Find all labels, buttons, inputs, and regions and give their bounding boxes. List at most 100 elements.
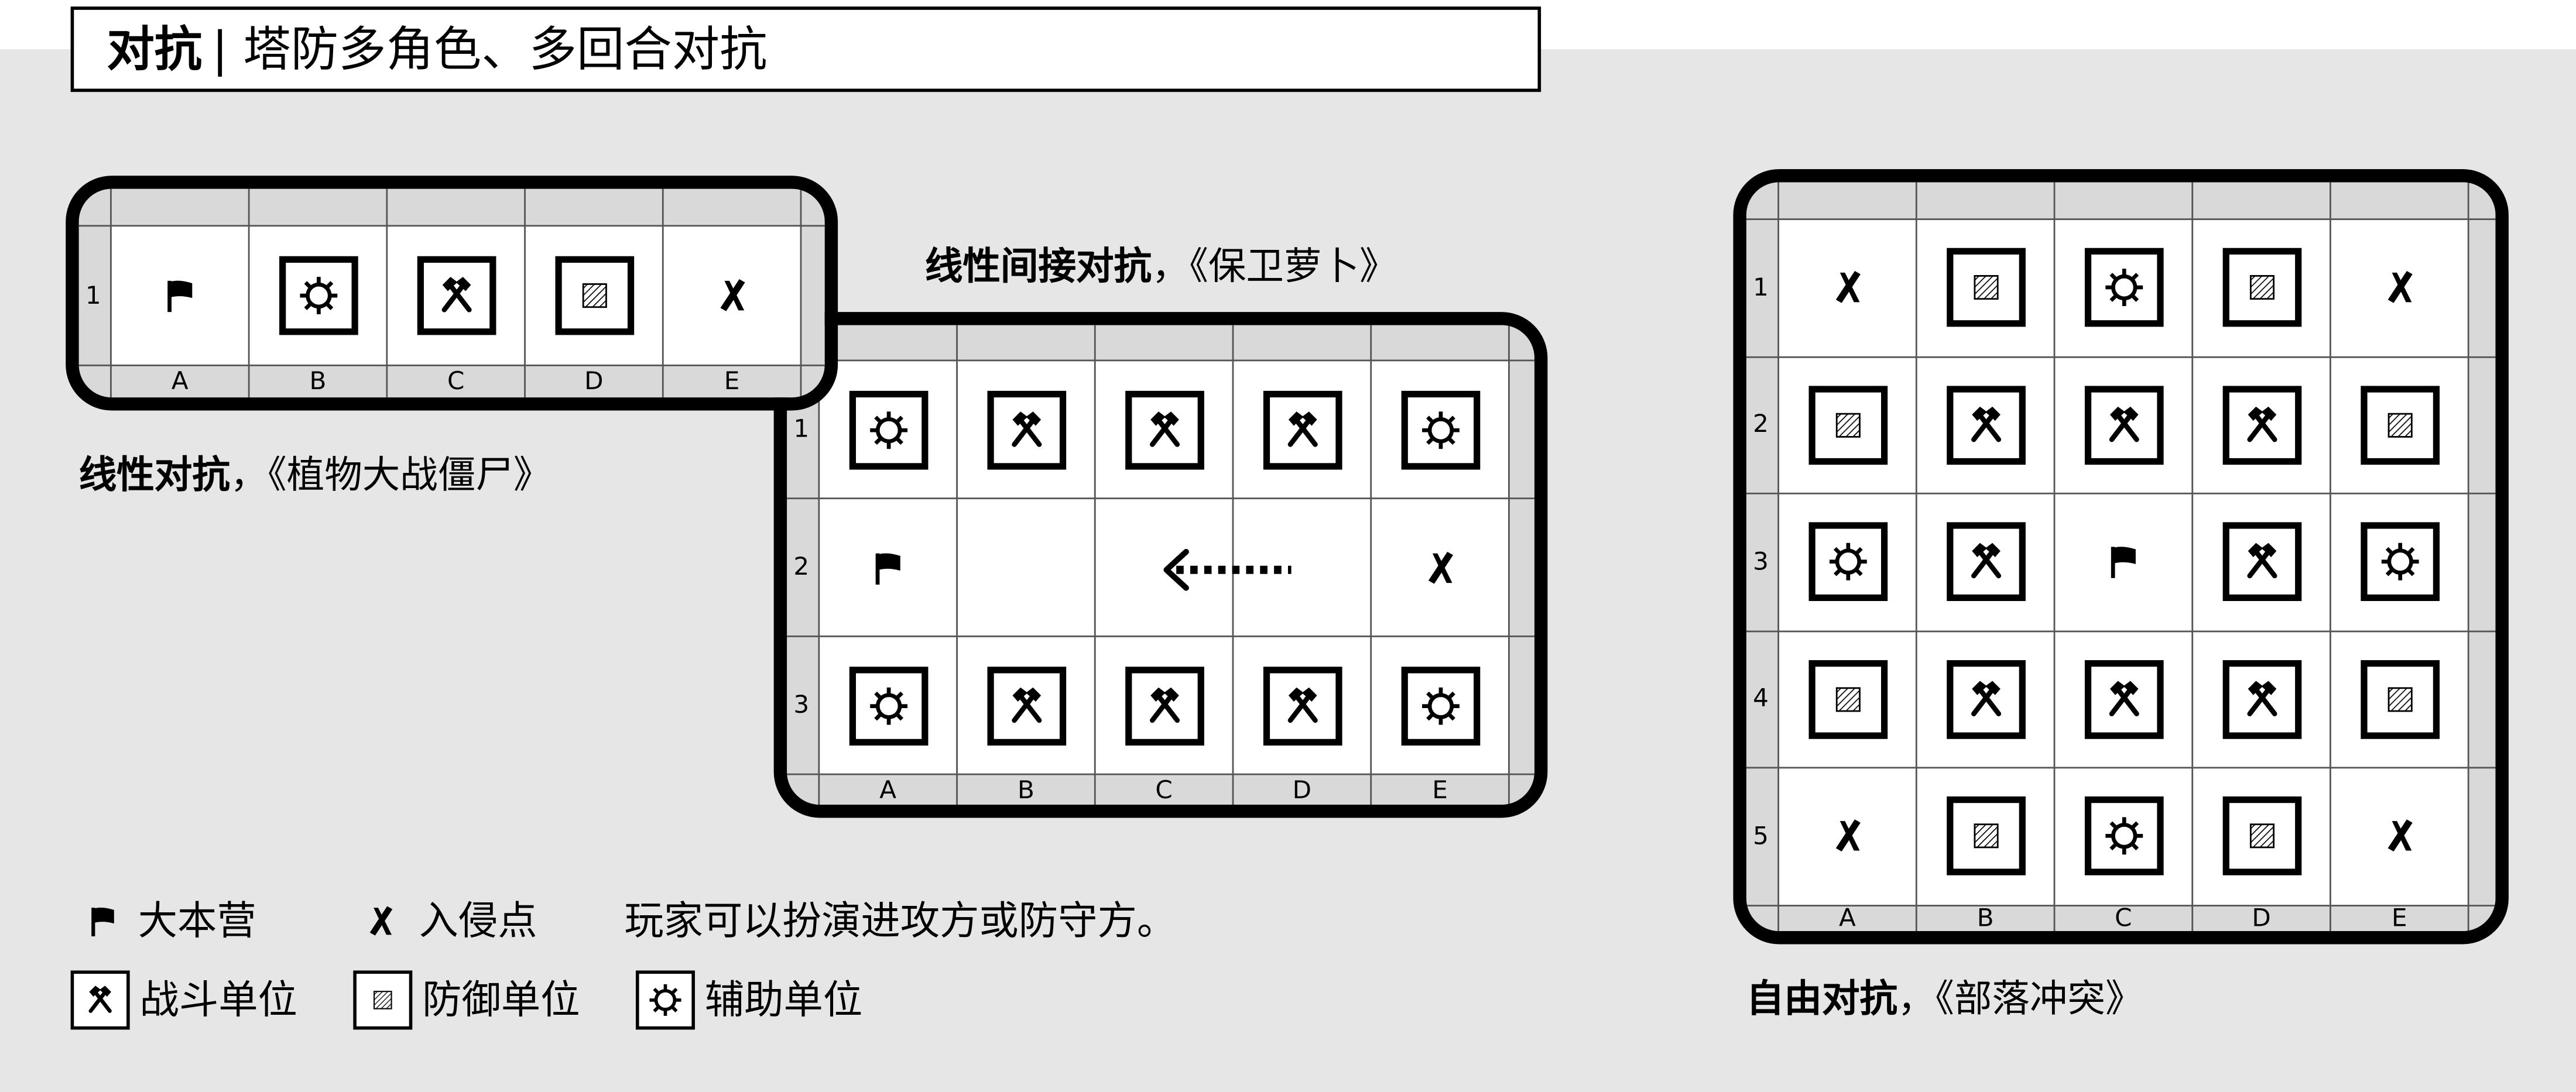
- hatched-square-icon: [2248, 823, 2274, 850]
- caption-rest: ，《保卫萝卜》: [1152, 246, 1397, 289]
- unit-box: [1124, 390, 1204, 469]
- header-cell: [2193, 182, 2330, 219]
- hatched-square-icon: [2248, 274, 2274, 301]
- gear-sun-icon: [866, 408, 909, 451]
- crossed-hammers-icon: [1280, 684, 1323, 727]
- hatched-square-icon: [1972, 823, 1999, 850]
- board-cell-B1: [249, 226, 386, 365]
- column-label: C: [388, 366, 525, 398]
- legend-note-text: 玩家可以扮演进攻方或防守方。: [624, 898, 1177, 945]
- board-cell-C1: [1095, 361, 1232, 498]
- board-cell-B2: [957, 499, 1094, 636]
- gear-sun-icon: [648, 982, 684, 1018]
- crossed-hammers-icon: [1143, 408, 1186, 451]
- cross-mark-icon: [712, 276, 751, 315]
- header-cell: [1372, 325, 1508, 360]
- board-cell-E1: [1372, 361, 1508, 498]
- board-cell-E3: [1372, 637, 1508, 774]
- caption-linear-indirect: 线性间接对抗，《保卫萝卜》: [925, 245, 1397, 291]
- board-cell-C3: [2055, 494, 2192, 630]
- title-box: 对抗| 塔防多角色、多回合对抗: [70, 6, 1542, 92]
- board-cell-D1: [525, 226, 662, 365]
- unit-box: [2359, 523, 2439, 602]
- board-cell-C4: [2055, 631, 2192, 767]
- column-label: E: [2331, 906, 2468, 932]
- unit-box: [1262, 390, 1342, 469]
- crossed-hammers-icon: [2240, 404, 2283, 447]
- crossed-hammers-icon: [84, 984, 117, 1017]
- board-cell-C1: [388, 226, 525, 365]
- gear-sun-icon: [2378, 541, 2421, 583]
- cross-mark-icon: [1828, 816, 1867, 856]
- column-label: B: [957, 775, 1094, 805]
- board-cell-D1: [1234, 361, 1371, 498]
- header-cell: [1779, 182, 1916, 219]
- unit-box: [1262, 665, 1342, 745]
- hatched-square-icon: [1834, 412, 1861, 438]
- legend-label: 战斗单位: [139, 977, 297, 1024]
- crossed-hammers-icon: [2240, 541, 2283, 583]
- header-cell: [249, 188, 386, 225]
- header-cell: [1095, 325, 1232, 360]
- side-cell: [2469, 220, 2496, 356]
- crossed-hammers-icon: [434, 274, 477, 317]
- unit-box: [848, 390, 928, 469]
- board-cell-A1: [1779, 220, 1916, 356]
- footer-cell: [801, 366, 825, 398]
- header-cell: [2055, 182, 2192, 219]
- header-cell: [2469, 182, 2496, 219]
- board-cell-C3: [1095, 637, 1232, 774]
- caption-bold: 线性间接对抗: [924, 246, 1152, 289]
- unit-box: [2222, 523, 2301, 602]
- hatched-square-icon: [373, 990, 393, 1010]
- side-cell: [2469, 357, 2496, 493]
- column-label: D: [2193, 906, 2330, 932]
- legend-note: 玩家可以扮演进攻方或防守方。: [624, 897, 1176, 946]
- board-cell-E4: [2331, 631, 2468, 767]
- title-bold: 对抗: [107, 21, 203, 77]
- board-cell-B5: [1917, 768, 2054, 904]
- unit-box: [416, 256, 496, 335]
- gear-sun-icon: [1419, 684, 1461, 727]
- crossed-hammers-icon: [1280, 408, 1323, 451]
- board-cell-D5: [2193, 768, 2330, 904]
- unit-box: [2084, 248, 2163, 328]
- column-label: E: [663, 366, 800, 398]
- legend-item-defense: 防御单位: [353, 970, 580, 1030]
- board-cell-E5: [2331, 768, 2468, 904]
- header-cell: [1234, 325, 1371, 360]
- legend-box: [635, 970, 695, 1030]
- hatched-square-icon: [1834, 686, 1861, 712]
- hatched-square-icon: [581, 283, 607, 309]
- board-cell-B3: [957, 637, 1094, 774]
- caption-bold: 线性对抗: [78, 455, 230, 498]
- board-cell-C2: [2055, 357, 2192, 493]
- unit-box: [1945, 523, 2025, 602]
- column-label: C: [2055, 906, 2192, 932]
- row-label: 1: [1746, 220, 1778, 356]
- header-cell: [957, 325, 1094, 360]
- column-label: D: [1234, 775, 1371, 805]
- unit-box: [986, 390, 1066, 469]
- unit-box: [1400, 665, 1479, 745]
- cross-mark-icon: [2380, 268, 2419, 307]
- side-cell: [801, 226, 825, 365]
- row-label: 2: [787, 499, 818, 636]
- board-cell-C1: [2055, 220, 2192, 356]
- board-cell-A2: [1779, 357, 1916, 493]
- flag-icon: [85, 903, 122, 939]
- title-rest: | 塔防多角色、多回合对抗: [212, 21, 768, 77]
- row-label: 1: [78, 226, 111, 365]
- board-cell-A1: [820, 361, 957, 498]
- unit-box: [1808, 523, 1887, 602]
- footer-cell: [78, 366, 111, 398]
- unit-box: [2084, 385, 2163, 465]
- legend-box: [70, 970, 130, 1030]
- unit-box: [2222, 248, 2301, 328]
- side-cell: [2469, 631, 2496, 767]
- gear-sun-icon: [866, 684, 909, 727]
- unit-box: [986, 665, 1066, 745]
- caption-free: 自由对抗，《部落冲突》: [1746, 977, 2143, 1024]
